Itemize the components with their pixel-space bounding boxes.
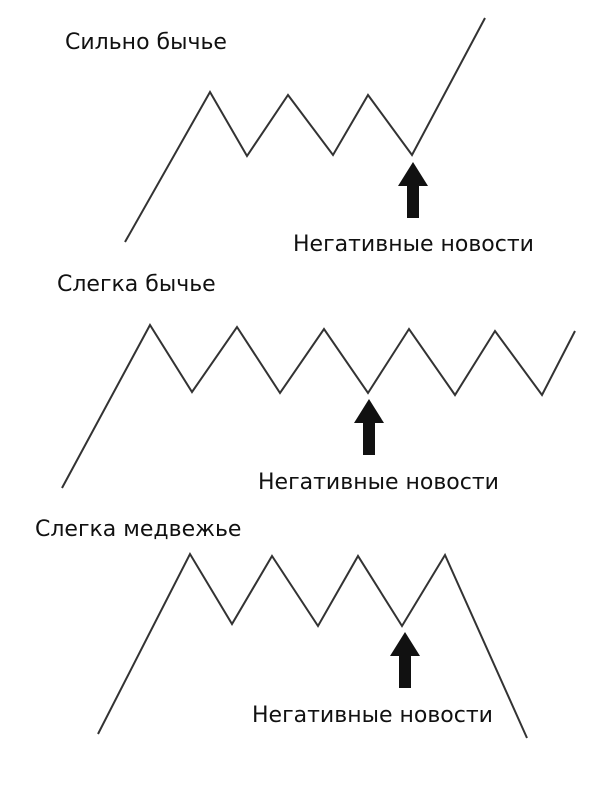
panel-title: Слегка бычье bbox=[57, 272, 216, 297]
price-path bbox=[61, 323, 576, 489]
panel-slightly-bearish: Слегка медвежье Негативные новости bbox=[0, 510, 600, 800]
price-pattern-line bbox=[124, 17, 486, 243]
panel-title: Сильно бычье bbox=[65, 30, 227, 55]
panel-title: Слегка медвежье bbox=[35, 517, 242, 542]
news-label: Негативные новости bbox=[252, 703, 493, 728]
panel-strongly-bullish: Сильно бычье Негативные новости bbox=[0, 0, 600, 265]
news-label: Негативные новости bbox=[258, 470, 499, 495]
up-arrow-icon bbox=[354, 399, 384, 455]
price-path bbox=[124, 17, 486, 243]
price-pattern-line bbox=[97, 551, 528, 739]
price-path bbox=[97, 551, 528, 739]
price-pattern-line bbox=[61, 323, 576, 489]
up-arrow-icon bbox=[390, 632, 420, 688]
panel-slightly-bullish: Слегка бычье Негативные новости bbox=[0, 265, 600, 510]
up-arrow-icon bbox=[398, 162, 428, 218]
news-label: Негативные новости bbox=[293, 232, 534, 257]
